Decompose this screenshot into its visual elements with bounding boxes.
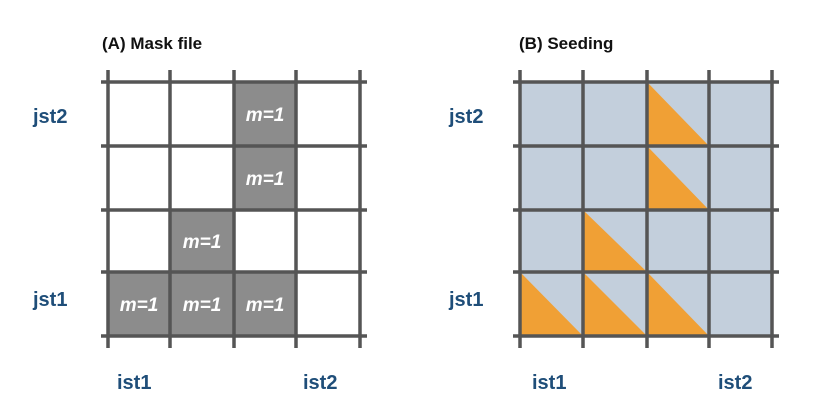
seed-triangle (647, 146, 709, 210)
mask-cell-label: m=1 (246, 295, 285, 316)
panel-b-jst2-label: jst2 (448, 106, 483, 128)
mask-cell-label: m=1 (120, 295, 159, 316)
mask-cell (108, 272, 170, 336)
panel-b-ist2-label: ist2 (718, 372, 752, 394)
panel-a-title: (A) Mask file (102, 34, 202, 53)
panel-a-jst1-label: jst1 (32, 289, 67, 311)
panel-b-grid (513, 70, 779, 348)
panel-b-ist1-label: ist1 (532, 372, 566, 394)
panel-a-grid (101, 70, 367, 348)
mask-cell (234, 272, 296, 336)
mask-cell-label: m=1 (183, 232, 222, 253)
panel-b-title: (B) Seeding (519, 34, 613, 53)
mask-cell-label: m=1 (246, 169, 285, 190)
seed-triangle (520, 272, 583, 336)
mask-cell (170, 272, 234, 336)
panel-a-jst2-label: jst2 (32, 106, 67, 128)
panel-a-mask-file: (A) Mask file m=1 m=1 m=1 m=1 m=1 m=1 jst2 js… (32, 34, 367, 394)
mask-cell (170, 210, 234, 272)
panel-b-jst1-label: jst1 (448, 289, 483, 311)
seed-triangle (583, 272, 647, 336)
panel-a-ist1-label: ist1 (117, 372, 151, 394)
panel-a-cells: m=1 m=1 m=1 m=1 m=1 m=1 (108, 82, 296, 336)
mask-cell-label: m=1 (246, 105, 285, 126)
mask-cell (234, 146, 296, 210)
panel-a-ist2-label: ist2 (303, 372, 337, 394)
seed-triangle (647, 82, 709, 146)
mask-cell (234, 82, 296, 146)
seed-triangle (583, 210, 647, 272)
mask-cell-label: m=1 (183, 295, 222, 316)
seed-triangle (647, 272, 709, 336)
panel-b-seeding: (B) Seeding jst2 jst1 ist1 ist2 (448, 34, 779, 394)
